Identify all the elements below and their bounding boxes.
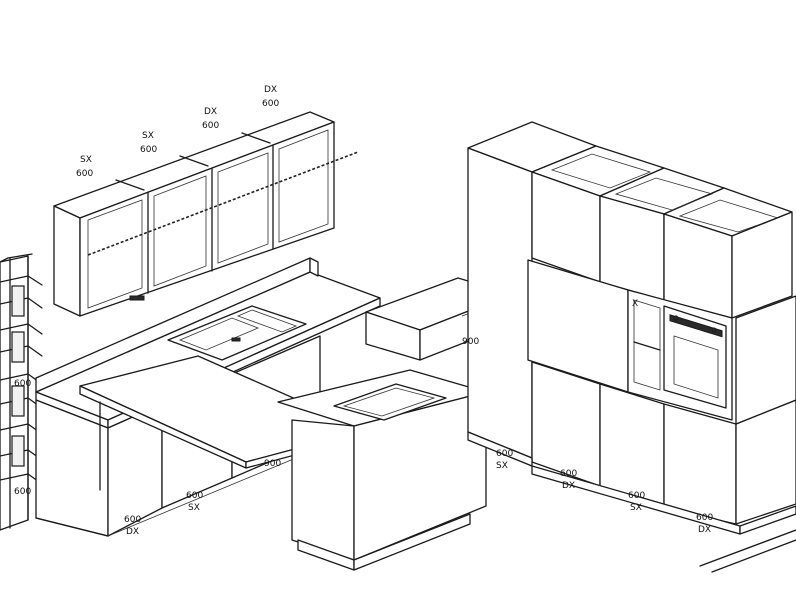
wall-label-3-width: 600 [202, 121, 219, 131]
dim-left-top: 600 [14, 379, 31, 389]
island-unit [277, 369, 487, 571]
dim-base-dx-hinge: DX [126, 527, 139, 537]
dim-tall-4-hinge: DX [698, 525, 711, 535]
dim-tall-1-hinge: SX [496, 461, 508, 471]
sink [167, 305, 307, 361]
wall-label-3-hinge: DX [204, 107, 217, 117]
dimension-labels: 600 600 600 DX 600 SX 900 900 600 SX 600… [14, 337, 713, 537]
dim-peninsula: 900 [264, 459, 281, 469]
cooktop [333, 383, 447, 421]
dim-base-sx-hinge: SX [188, 503, 200, 513]
oven [663, 305, 727, 409]
dim-tall-2-width: 600 [560, 469, 577, 479]
tall-units: X [467, 121, 796, 573]
wall-label-4-hinge: DX [264, 85, 277, 95]
wall-label-2-width: 600 [140, 145, 157, 155]
wall-label-1-hinge: SX [80, 155, 92, 165]
dim-tall-3-hinge: SX [630, 503, 642, 513]
dim-tall-2-hinge: DX [562, 481, 575, 491]
dim-base-sx-width: 600 [186, 491, 203, 501]
wall-label-1-width: 600 [76, 169, 93, 179]
dim-left-bottom: 600 [14, 487, 31, 497]
dim-tall-3-width: 600 [628, 491, 645, 501]
wall-cabinets [53, 111, 359, 317]
oven-unit-hinge: X [632, 299, 638, 309]
dim-tall-1-width: 600 [496, 449, 513, 459]
dim-tall-4-width: 600 [696, 513, 713, 523]
wall-unit-labels: SX 600 SX 600 DX 600 DX 600 [76, 85, 279, 179]
wall-label-2-hinge: SX [142, 131, 154, 141]
dim-base-dx-width: 600 [124, 515, 141, 525]
wall-label-4-width: 600 [262, 99, 279, 109]
dim-hood: 900 [462, 337, 479, 347]
